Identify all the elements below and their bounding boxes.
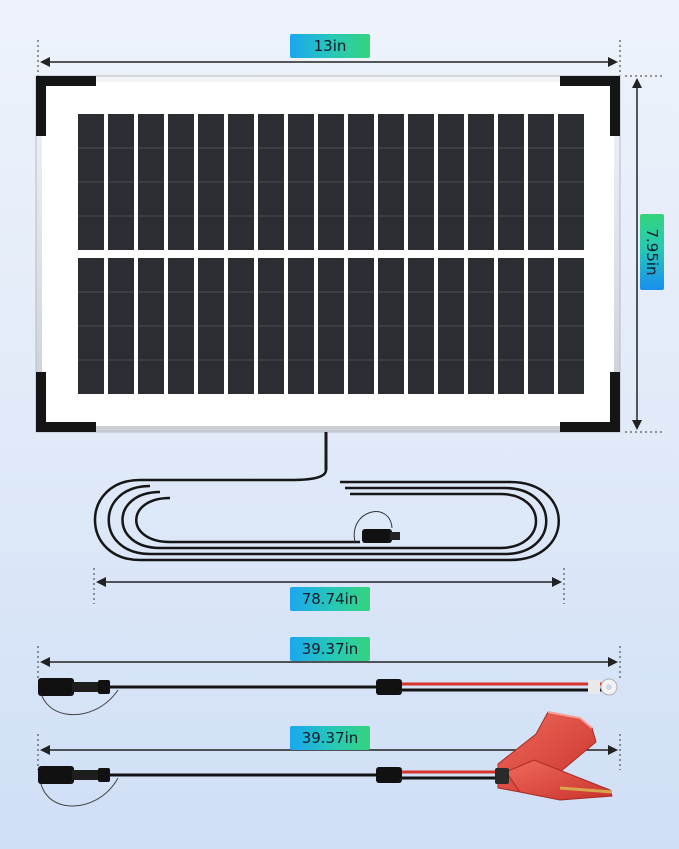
panel-cable-length-label: 78.74in	[301, 590, 359, 608]
clip-cable-length-badge: 39.37in	[290, 726, 370, 750]
panel-height-badge: 7.95in	[640, 214, 664, 290]
height-dimension-line	[625, 75, 665, 433]
panel-width-badge: 13in	[290, 34, 370, 58]
solar-panel	[35, 75, 621, 470]
clip-cable-length-label: 39.37in	[301, 729, 359, 747]
ring-cable-length-label: 39.37in	[301, 640, 359, 658]
panel-cable-coil	[93, 469, 560, 562]
alligator-clip-cable	[38, 711, 613, 807]
ring-cable-dimension-line	[37, 646, 621, 680]
width-dimension-line	[37, 40, 621, 80]
panel-width-label: 13in	[313, 37, 347, 55]
cable-dimension-line	[93, 568, 565, 604]
panel-cable-length-badge: 78.74in	[290, 587, 370, 611]
ring-terminal-cable	[38, 678, 618, 716]
ring-cable-length-badge: 39.37in	[290, 637, 370, 661]
panel-height-label: 7.95in	[643, 228, 661, 276]
